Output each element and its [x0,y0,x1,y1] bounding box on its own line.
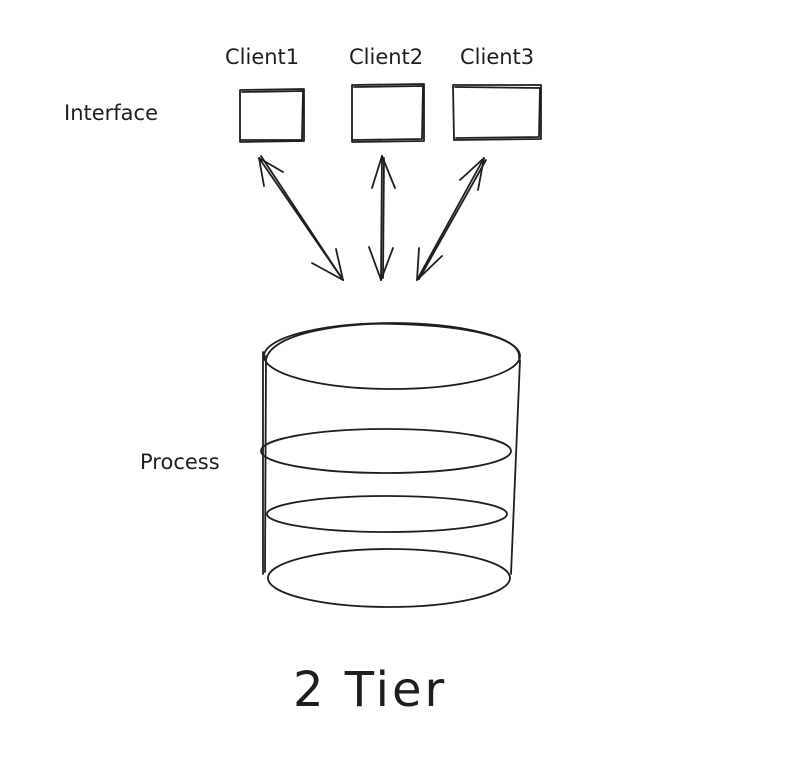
interface-label: Interface [64,101,158,125]
diagram-title: 2 Tier [293,662,447,718]
cylinder-layer-ellipse-2 [266,495,508,533]
process-database-cylinder [260,322,521,608]
client1-connection-arrow [258,155,344,281]
cylinder-bottom-ellipse [267,548,511,608]
client1-label: Client1 [225,45,299,69]
client1-box [239,88,305,143]
client2-box [351,83,425,143]
client2-connection-arrow [368,155,396,281]
cylinder-layer-ellipse-1 [260,428,512,474]
client3-box [452,84,542,141]
client3-connection-arrow [416,157,487,281]
cylinder-right-wall [510,359,521,575]
client3-label: Client3 [460,45,534,69]
client2-label: Client2 [349,45,423,69]
process-label: Process [140,450,220,474]
